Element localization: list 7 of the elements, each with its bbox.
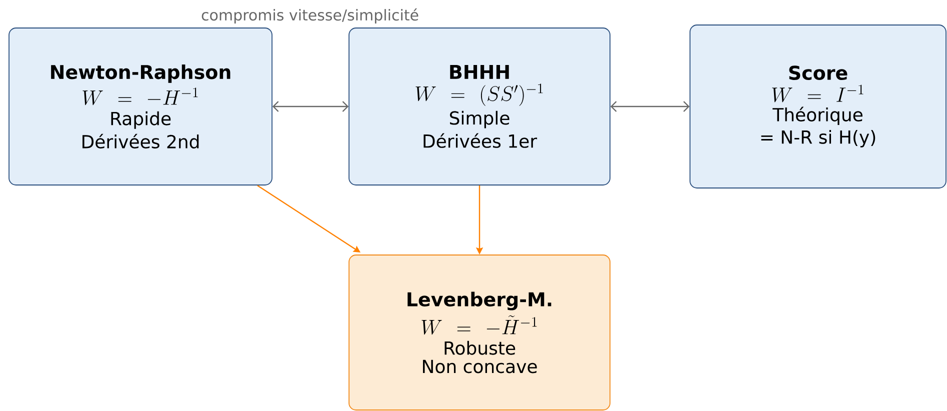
method-box: Score $W = I^{-1}$ Théorique = N-R si H(y) [690, 24, 946, 188]
method-box: BHHH $W = (SS')^{-1}$ Simple Dérivées 1er [348, 28, 610, 186]
method-box: Levenberg-M. $W = -\tilde{H}^{-1}$ Robuste Non concave [348, 254, 610, 410]
arrow [272, 101, 349, 112]
method-box: Newton-Raphson $W = -H^{-1}$ Rapide Dérivées 2nd [8, 28, 272, 186]
note-text: compromis vitesse/simplicité [202, 8, 418, 24]
arrow [610, 101, 690, 112]
